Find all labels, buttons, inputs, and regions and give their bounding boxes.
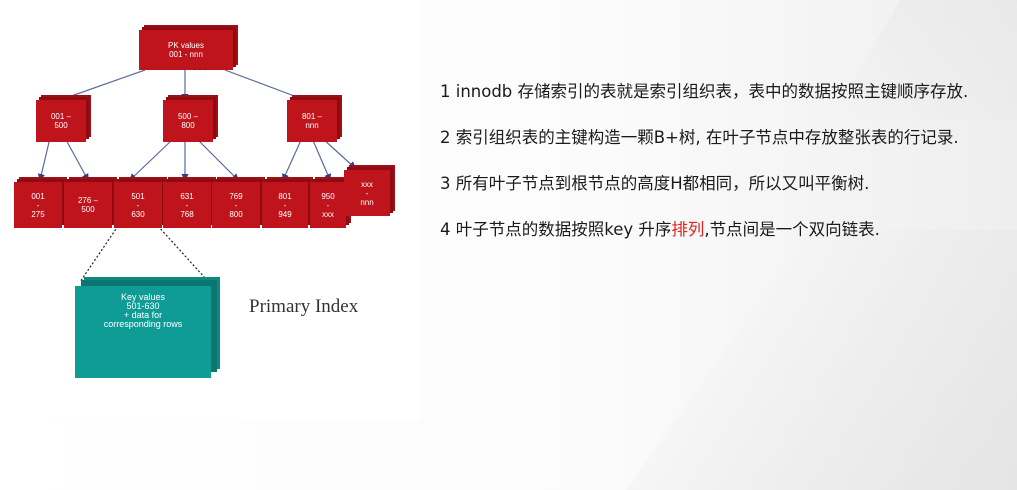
connector-line — [64, 137, 89, 182]
note-item: 1 innodb 存储索引的表就是索引组织表，表中的数据按照主键顺序存放. — [440, 82, 969, 101]
leaf-detail-box: Key values 501-630 + data for correspond… — [75, 286, 211, 378]
leaf-node: 801-949 — [262, 182, 308, 228]
notes-list: 1 innodb 存储索引的表就是索引组织表，表中的数据按照主键顺序存放. 2 … — [440, 80, 1000, 264]
connector-line — [58, 69, 146, 102]
background-decoration — [625, 230, 1017, 490]
tree-connectors — [37, 69, 356, 283]
leaf-node: 001-275 — [14, 182, 62, 228]
dotted-line — [79, 225, 119, 283]
connector-line — [282, 137, 303, 182]
note-highlight: 排列 — [671, 220, 705, 239]
diagram-caption: Primary Index — [249, 296, 359, 317]
root-ellipsis: . . . — [193, 62, 207, 73]
connector-line — [37, 137, 51, 182]
connector-line — [311, 137, 331, 182]
connector-line — [321, 137, 356, 169]
internal-node: 001 –500 — [36, 100, 86, 142]
note-item: 3 所有叶子节点到根节点的高度H都相同，所以又叫平衡树. — [440, 174, 870, 193]
root-node: PK values 001 - nnn — [139, 30, 233, 70]
connector-line — [224, 69, 307, 102]
leaf-node: 631-768 — [163, 182, 211, 228]
connector-line — [129, 139, 173, 181]
leaf-node: xxx-nnn — [344, 170, 390, 216]
leaf-node: 501-630 — [114, 182, 162, 228]
note-item: 2 索引组织表的主键构造一颗B+树, 在叶子节点中存放整张表的行记录. — [440, 128, 959, 147]
connector-line — [197, 139, 239, 181]
leaf-node: 276 –500 — [64, 182, 112, 228]
note-text: 4 叶子节点的数据按照key 升序 — [440, 220, 672, 239]
internal-node: 500 –800 — [163, 100, 213, 142]
dotted-line — [157, 225, 206, 279]
note-text: ,节点间是一个双向链表. — [704, 220, 880, 239]
leaf-node: 950-xxx — [310, 182, 346, 228]
note-item: 4 叶子节点的数据按照key 升序排列,节点间是一个双向链表. — [440, 218, 1000, 242]
internal-node: 801 –nnn — [287, 100, 337, 142]
leaf-node: 769-800 — [212, 182, 260, 228]
